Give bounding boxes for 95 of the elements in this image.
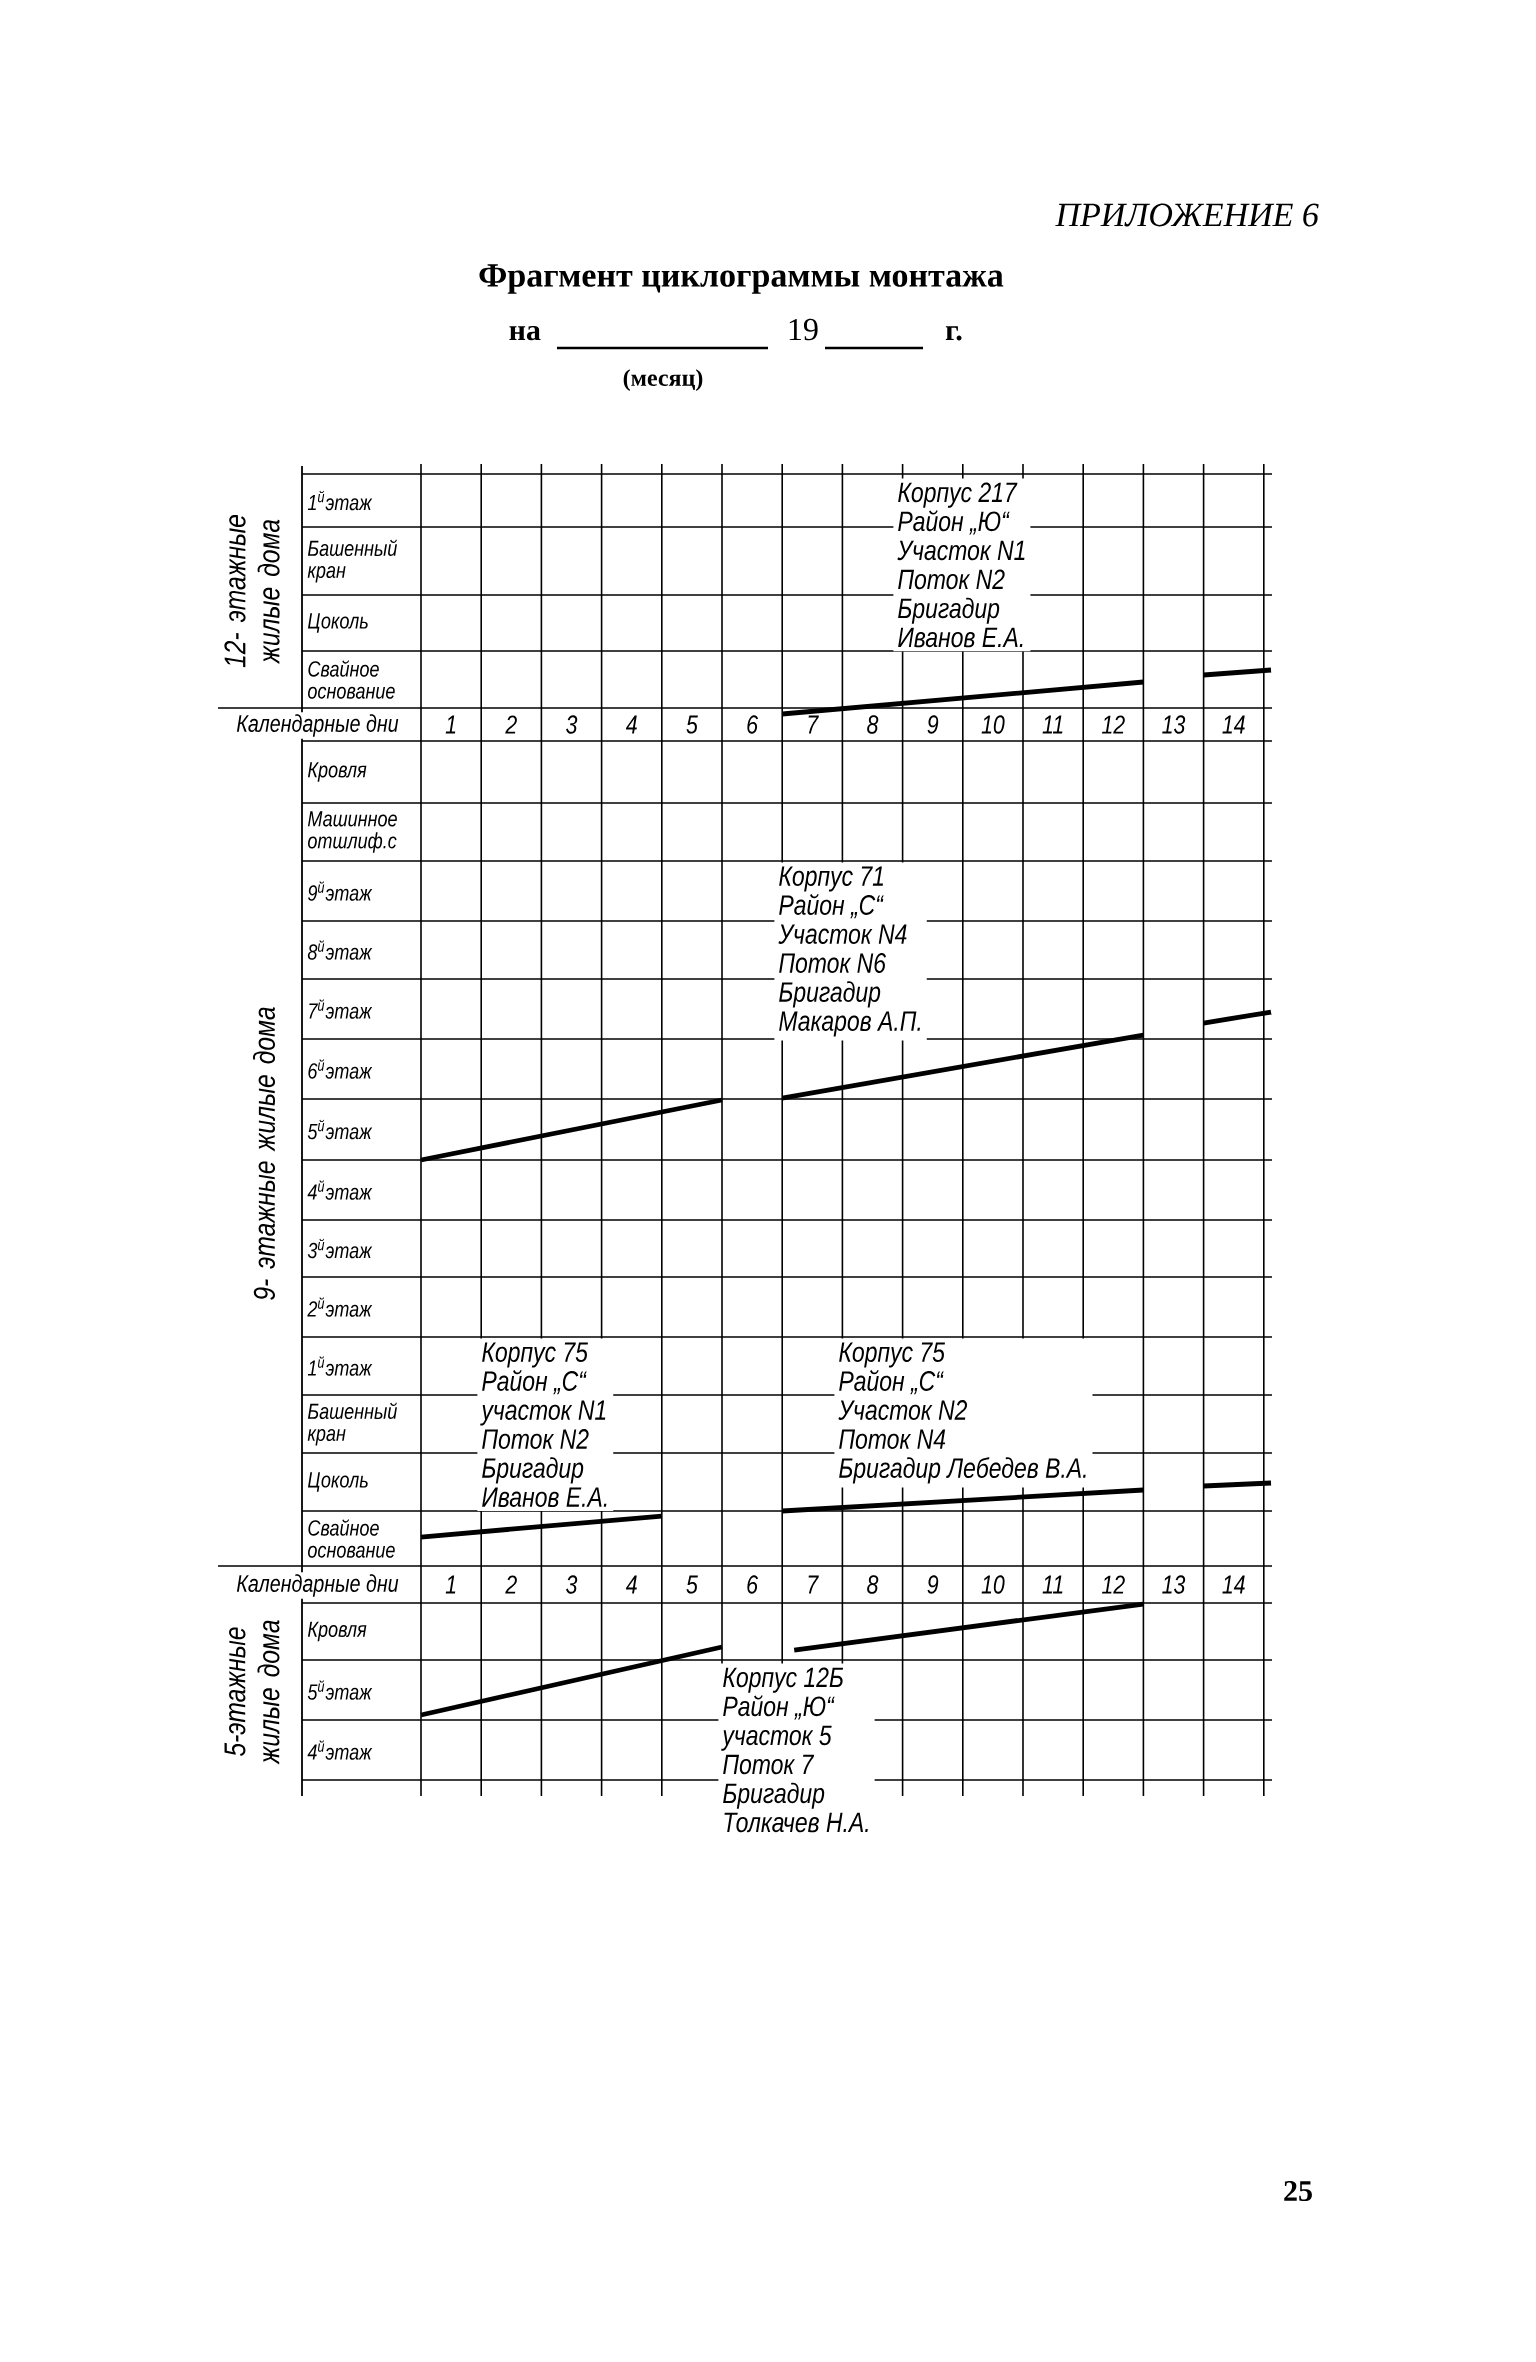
day-number: 8 bbox=[867, 1575, 879, 1594]
note-block: Корпус 217 Район „Ю“ Участок N1 Поток N2 Бригадир Иванов Е.А. bbox=[893, 478, 1031, 652]
node-label: Район „С“ bbox=[779, 893, 884, 919]
day-number: 5 bbox=[686, 715, 698, 734]
day-number: 10 bbox=[981, 1575, 1005, 1594]
form-hint: (месяц) bbox=[623, 369, 703, 391]
node-label: Район „С“ bbox=[839, 1369, 944, 1395]
node-label: Район „Ю“ bbox=[898, 510, 1010, 535]
node-label: Район „Ю“ bbox=[723, 1695, 835, 1720]
row-label: 6$^{й}$этаж bbox=[308, 1059, 373, 1079]
node-label: Поток N2 bbox=[482, 1429, 589, 1449]
node-label: Бригадир Лебедев В.А. bbox=[839, 1457, 1086, 1484]
row-label: 2$^{й}$этаж bbox=[307, 1297, 373, 1317]
row-label: 7$^{й}$этаж bbox=[309, 999, 373, 1019]
day-number: 7 bbox=[808, 1575, 819, 1594]
note-block: Корпус 12Б Район „Ю“ участок 5 Поток 7 Бригадир Толкачев Н.А. bbox=[718, 1663, 875, 1837]
row-label: Башенный кран bbox=[307, 1402, 397, 1446]
row-label: 4$^{й}$этаж bbox=[307, 1180, 373, 1200]
row-label: 1$^{й}$этаж bbox=[307, 1356, 373, 1376]
row-label: Кровля bbox=[307, 1621, 367, 1642]
day-number: 6 bbox=[747, 1575, 759, 1594]
day-number: 14 bbox=[1222, 715, 1245, 734]
row-label: 1$^{й}$этаж bbox=[307, 490, 373, 511]
node-label: Корпус 12Б bbox=[723, 1667, 844, 1693]
row-label: Календарные дни bbox=[234, 712, 401, 739]
day-number: 5 bbox=[686, 1575, 698, 1594]
day-number: 9 bbox=[927, 715, 939, 734]
row-label: Машинное отшлиф.с bbox=[307, 811, 397, 853]
node-label: Бригадир bbox=[723, 1782, 825, 1809]
day-number: 11 bbox=[1042, 1575, 1063, 1594]
title: Фрагмент циклограммы монтажа bbox=[479, 264, 1004, 294]
group-label: 12- этажные жилые дома bbox=[224, 515, 280, 668]
day-number: 7 bbox=[808, 715, 819, 734]
day-number: 1 bbox=[445, 1575, 456, 1594]
form-text: 19 bbox=[789, 318, 818, 341]
row-label: Башенный кран bbox=[307, 539, 397, 583]
row-label: Свайное основание bbox=[308, 660, 395, 699]
node-label: Корпус 217 bbox=[898, 482, 1018, 508]
day-number: 13 bbox=[1162, 715, 1186, 734]
day-number: 13 bbox=[1162, 1575, 1186, 1594]
node-label: Бригадир bbox=[482, 1457, 584, 1484]
row-label: Календарные дни bbox=[234, 1572, 401, 1599]
note-block: Корпус 75 Район „С“ участок N1 Поток N2 Бригадир Иванов Е.А. bbox=[477, 1338, 614, 1511]
day-number: 12 bbox=[1102, 1575, 1125, 1594]
node-label: участок N1 bbox=[480, 1400, 606, 1426]
page-number: 25 bbox=[1284, 2180, 1312, 2202]
row-label: Цоколь bbox=[307, 1472, 368, 1492]
day-number: 14 bbox=[1222, 1575, 1245, 1594]
group-label: 5-этажные жилые дома bbox=[224, 1620, 280, 1765]
day-number: 8 bbox=[867, 715, 879, 734]
node-label: Корпус 71 bbox=[779, 866, 883, 892]
row-label: 5$^{й}$этаж bbox=[307, 1119, 373, 1140]
node-label: Район „С“ bbox=[482, 1369, 587, 1395]
node-label: Поток 7 bbox=[723, 1754, 815, 1775]
row-label: 8$^{й}$этаж bbox=[307, 940, 373, 960]
group-label: 9- этажные жилые дома bbox=[253, 1007, 275, 1300]
node-label: Бригадир bbox=[898, 597, 1000, 624]
day-number: 6 bbox=[747, 715, 759, 734]
form-text: г. bbox=[945, 326, 962, 341]
day-number: 12 bbox=[1102, 715, 1125, 734]
day-number: 2 bbox=[505, 715, 517, 734]
node-label: Толкачев Н.А. bbox=[724, 1812, 868, 1833]
day-number: 3 bbox=[566, 715, 578, 734]
day-number: 10 bbox=[981, 715, 1005, 734]
day-number: 11 bbox=[1042, 715, 1063, 734]
row-label: 3$^{й}$этаж bbox=[307, 1238, 373, 1259]
node-label: Иванов Е.А. bbox=[898, 627, 1023, 648]
day-number: 9 bbox=[927, 1575, 939, 1594]
note-block: Корпус 71 Район „С“ Участок N4 Поток N6 Бригадир Макаров А.П. bbox=[774, 862, 927, 1041]
node-label: Поток N6 bbox=[779, 953, 886, 973]
node-label: Участок N2 bbox=[838, 1400, 968, 1420]
day-number: 4 bbox=[625, 715, 637, 734]
appendix-heading: ПРИЛОЖЕНИЕ 6 bbox=[1055, 203, 1319, 227]
node-label: участок 5 bbox=[721, 1725, 832, 1751]
node-label: Поток N2 bbox=[898, 569, 1005, 590]
form-text: на bbox=[509, 325, 541, 341]
day-number: 4 bbox=[625, 1575, 637, 1594]
node-label: Бригадир bbox=[779, 981, 881, 1008]
day-number: 1 bbox=[445, 715, 456, 734]
day-number: 2 bbox=[505, 1575, 517, 1594]
row-label: 5$^{й}$этаж bbox=[307, 1680, 373, 1700]
node-label: Иванов Е.А. bbox=[482, 1487, 607, 1507]
note-block: Корпус 75 Район „С“ Участок N2 Поток N4 Бригадир Лебедев В.А. bbox=[834, 1338, 1093, 1488]
node-label: Корпус 75 bbox=[839, 1342, 945, 1368]
node-label: Корпус 75 bbox=[482, 1342, 588, 1368]
node-label: Участок N1 bbox=[897, 540, 1025, 561]
node-label: Поток N4 bbox=[839, 1429, 946, 1449]
row-label: Цоколь bbox=[307, 613, 368, 633]
row-label: Кровля bbox=[307, 762, 367, 782]
day-number: 3 bbox=[566, 1575, 578, 1594]
row-label: 4$^{й}$этаж bbox=[307, 1740, 373, 1760]
node-label: Макаров А.П. bbox=[779, 1011, 920, 1037]
row-label: 9$^{й}$этаж bbox=[308, 881, 373, 901]
row-label: Свайное основание bbox=[308, 1519, 395, 1558]
node-label: Участок N4 bbox=[778, 924, 907, 944]
